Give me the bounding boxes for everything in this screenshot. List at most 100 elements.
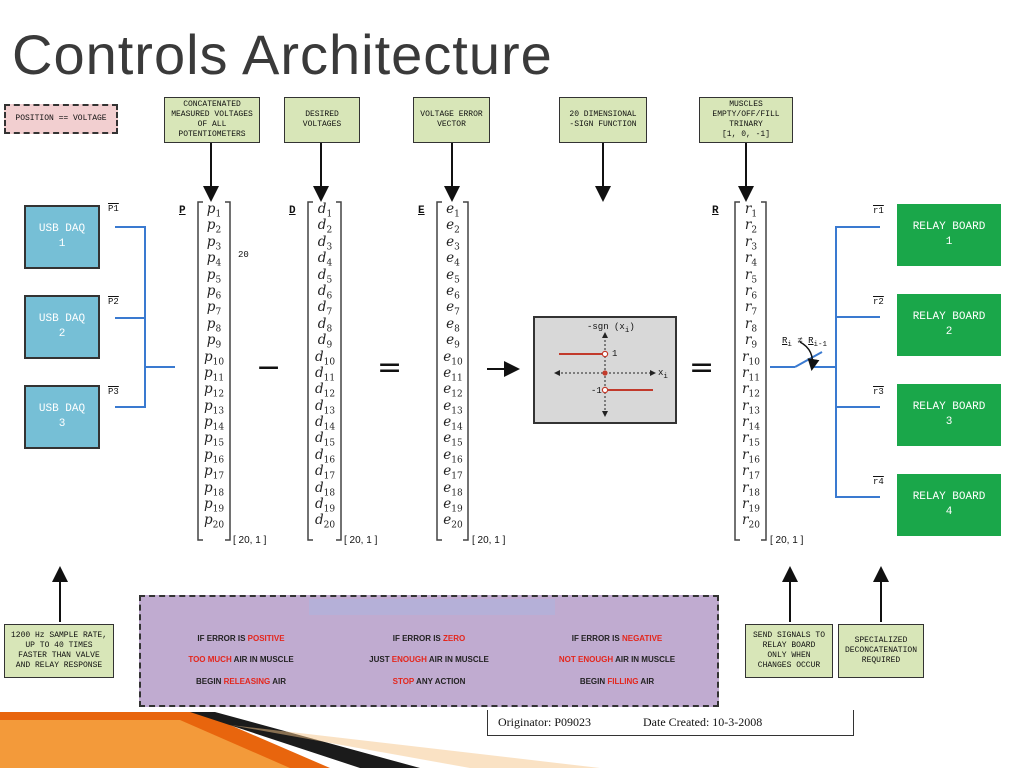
vector-element: d17 bbox=[314, 463, 336, 482]
vector-element: p19 bbox=[203, 496, 225, 515]
vector-element: e8 bbox=[446, 315, 460, 335]
vector-element: d20 bbox=[314, 512, 336, 532]
zero-line1: IF ERROR IS ZERO bbox=[392, 634, 466, 643]
vector-element: d12 bbox=[314, 381, 336, 400]
vector-element: d8 bbox=[317, 315, 333, 335]
deconcatenation-note: SPECIALIZED DECONCATENATION REQUIRED bbox=[838, 624, 924, 678]
daq-signal-p2: P2 bbox=[108, 297, 119, 307]
vector-element: r20 bbox=[742, 512, 760, 532]
vector-element: p12 bbox=[203, 381, 225, 400]
footer-box: Originator: P09023 Date Created: 10-3-20… bbox=[487, 710, 854, 736]
vector-element: e19 bbox=[443, 496, 463, 515]
vector-element: r19 bbox=[742, 496, 760, 515]
vector-element: e4 bbox=[446, 250, 460, 269]
relay-board-4: RELAY BOARD 4 bbox=[896, 473, 1002, 537]
zero-line3: STOP ANY ACTION bbox=[392, 677, 466, 686]
vector-element: r8 bbox=[744, 315, 758, 335]
equals-operator-2: = bbox=[689, 350, 715, 385]
relay-board-3: RELAY BOARD 3 bbox=[896, 383, 1002, 447]
vector-element: e11 bbox=[443, 364, 463, 384]
decorative-swoosh bbox=[0, 712, 600, 768]
vector-element: p17 bbox=[203, 463, 225, 482]
vector-element: e1 bbox=[446, 201, 460, 220]
vector-element: d19 bbox=[314, 496, 336, 515]
vector-label-p: P bbox=[179, 205, 186, 217]
vector-element: d11 bbox=[314, 364, 336, 384]
vector-element: e18 bbox=[443, 479, 463, 499]
error-conditions-panel: IF ERROR IS POSITIVE TOO MUCH AIR IN MUS… bbox=[139, 595, 719, 707]
negative-line3: BEGIN FILLING AIR bbox=[579, 677, 655, 686]
vector-label-e: E bbox=[418, 205, 425, 217]
vector-element: d3 bbox=[317, 233, 333, 253]
vector-element: p18 bbox=[203, 479, 225, 499]
vector-element: p7 bbox=[206, 299, 222, 319]
side-note-20: 20 bbox=[238, 250, 249, 260]
position-voltage-note: POSITION == VOLTAGE bbox=[4, 104, 118, 134]
vector-element: p5 bbox=[206, 266, 222, 286]
vector-element: r2 bbox=[744, 217, 758, 237]
vector-element: e20 bbox=[443, 512, 463, 532]
positive-line1: IF ERROR IS POSITIVE bbox=[197, 634, 285, 643]
positive-line3: BEGIN RELEASING AIR bbox=[196, 677, 286, 686]
footer-originator: Originator: P09023 bbox=[498, 715, 591, 729]
relay-board-1: RELAY BOARD 1 bbox=[896, 203, 1002, 267]
vector-element: p3 bbox=[206, 233, 222, 253]
dim-e: [ 20, 1 ] bbox=[472, 535, 506, 546]
vector-element: d14 bbox=[314, 414, 336, 433]
daq-signal-p3: P3 bbox=[108, 387, 119, 397]
sign-plot-xaxis: xi bbox=[658, 368, 668, 381]
vector-label-d: D bbox=[289, 205, 296, 217]
switch-arrow bbox=[799, 341, 820, 371]
vector-element: d16 bbox=[314, 446, 336, 466]
minus-operator: − bbox=[256, 350, 282, 385]
vector-element: d7 bbox=[317, 299, 333, 319]
label-voltage-error: VOLTAGE ERROR VECTOR bbox=[413, 97, 490, 143]
vector-element: e9 bbox=[446, 332, 460, 351]
vector-element: d13 bbox=[314, 397, 336, 417]
vector-element: e12 bbox=[443, 381, 463, 400]
label-concatenated-voltages: CONCATENATED MEASURED VOLTAGES OF ALL PO… bbox=[164, 97, 260, 143]
vector-element: p2 bbox=[206, 217, 222, 237]
vector-element: d15 bbox=[314, 430, 336, 450]
vector-element: r6 bbox=[744, 282, 758, 302]
vector-element: e5 bbox=[446, 266, 460, 286]
sample-rate-note: 1200 Hz SAMPLE RATE, UP TO 40 TIMES FAST… bbox=[4, 624, 114, 678]
sign-plot-title: -sgn (xi) bbox=[587, 322, 635, 335]
vector-element: p1 bbox=[206, 201, 222, 220]
vector-element: p4 bbox=[206, 250, 222, 269]
vector-element: p8 bbox=[206, 315, 222, 335]
sign-plot-neg: -1 bbox=[591, 386, 602, 396]
relay-bus bbox=[770, 226, 880, 498]
vector-element: p13 bbox=[203, 397, 225, 417]
vector-element: e3 bbox=[446, 233, 460, 253]
vector-element: d18 bbox=[314, 479, 336, 499]
vector-element: r14 bbox=[742, 414, 760, 433]
vector-element: p9 bbox=[206, 332, 222, 351]
switch-condition: Ri ≠ Ri-1 bbox=[782, 336, 828, 349]
vector-element: d2 bbox=[317, 217, 333, 237]
usb-daq-3: USB DAQ 3 bbox=[24, 385, 100, 449]
send-signals-note: SEND SIGNALS TO RELAY BOARD ONLY WHEN CH… bbox=[745, 624, 833, 678]
negative-line2: NOT ENOUGH AIR IN MUSCLE bbox=[558, 655, 676, 664]
equals-operator: = bbox=[377, 350, 403, 385]
zero-line2: JUST ENOUGH AIR IN MUSCLE bbox=[369, 655, 489, 664]
vector-element: d9 bbox=[317, 332, 333, 351]
relay-signal-r1: r1 bbox=[873, 206, 884, 216]
vector-element: d4 bbox=[317, 250, 333, 269]
daq-signal-p1: P1 bbox=[108, 204, 119, 214]
vector-element: p16 bbox=[203, 446, 225, 466]
vector-element: e7 bbox=[446, 299, 460, 319]
vector-brackets bbox=[197, 201, 767, 541]
footer-date: Date Created: 10-3-2008 bbox=[643, 715, 763, 729]
label-desired-voltages: DESIRED VOLTAGES bbox=[284, 97, 360, 143]
vector-element: p10 bbox=[203, 348, 225, 368]
vector-element: e17 bbox=[443, 463, 463, 482]
vector-element: r13 bbox=[742, 397, 760, 417]
vector-element: p20 bbox=[203, 512, 225, 532]
vector-element: r18 bbox=[742, 479, 760, 499]
vector-element: r10 bbox=[742, 348, 760, 368]
vector-element: r4 bbox=[744, 250, 758, 269]
